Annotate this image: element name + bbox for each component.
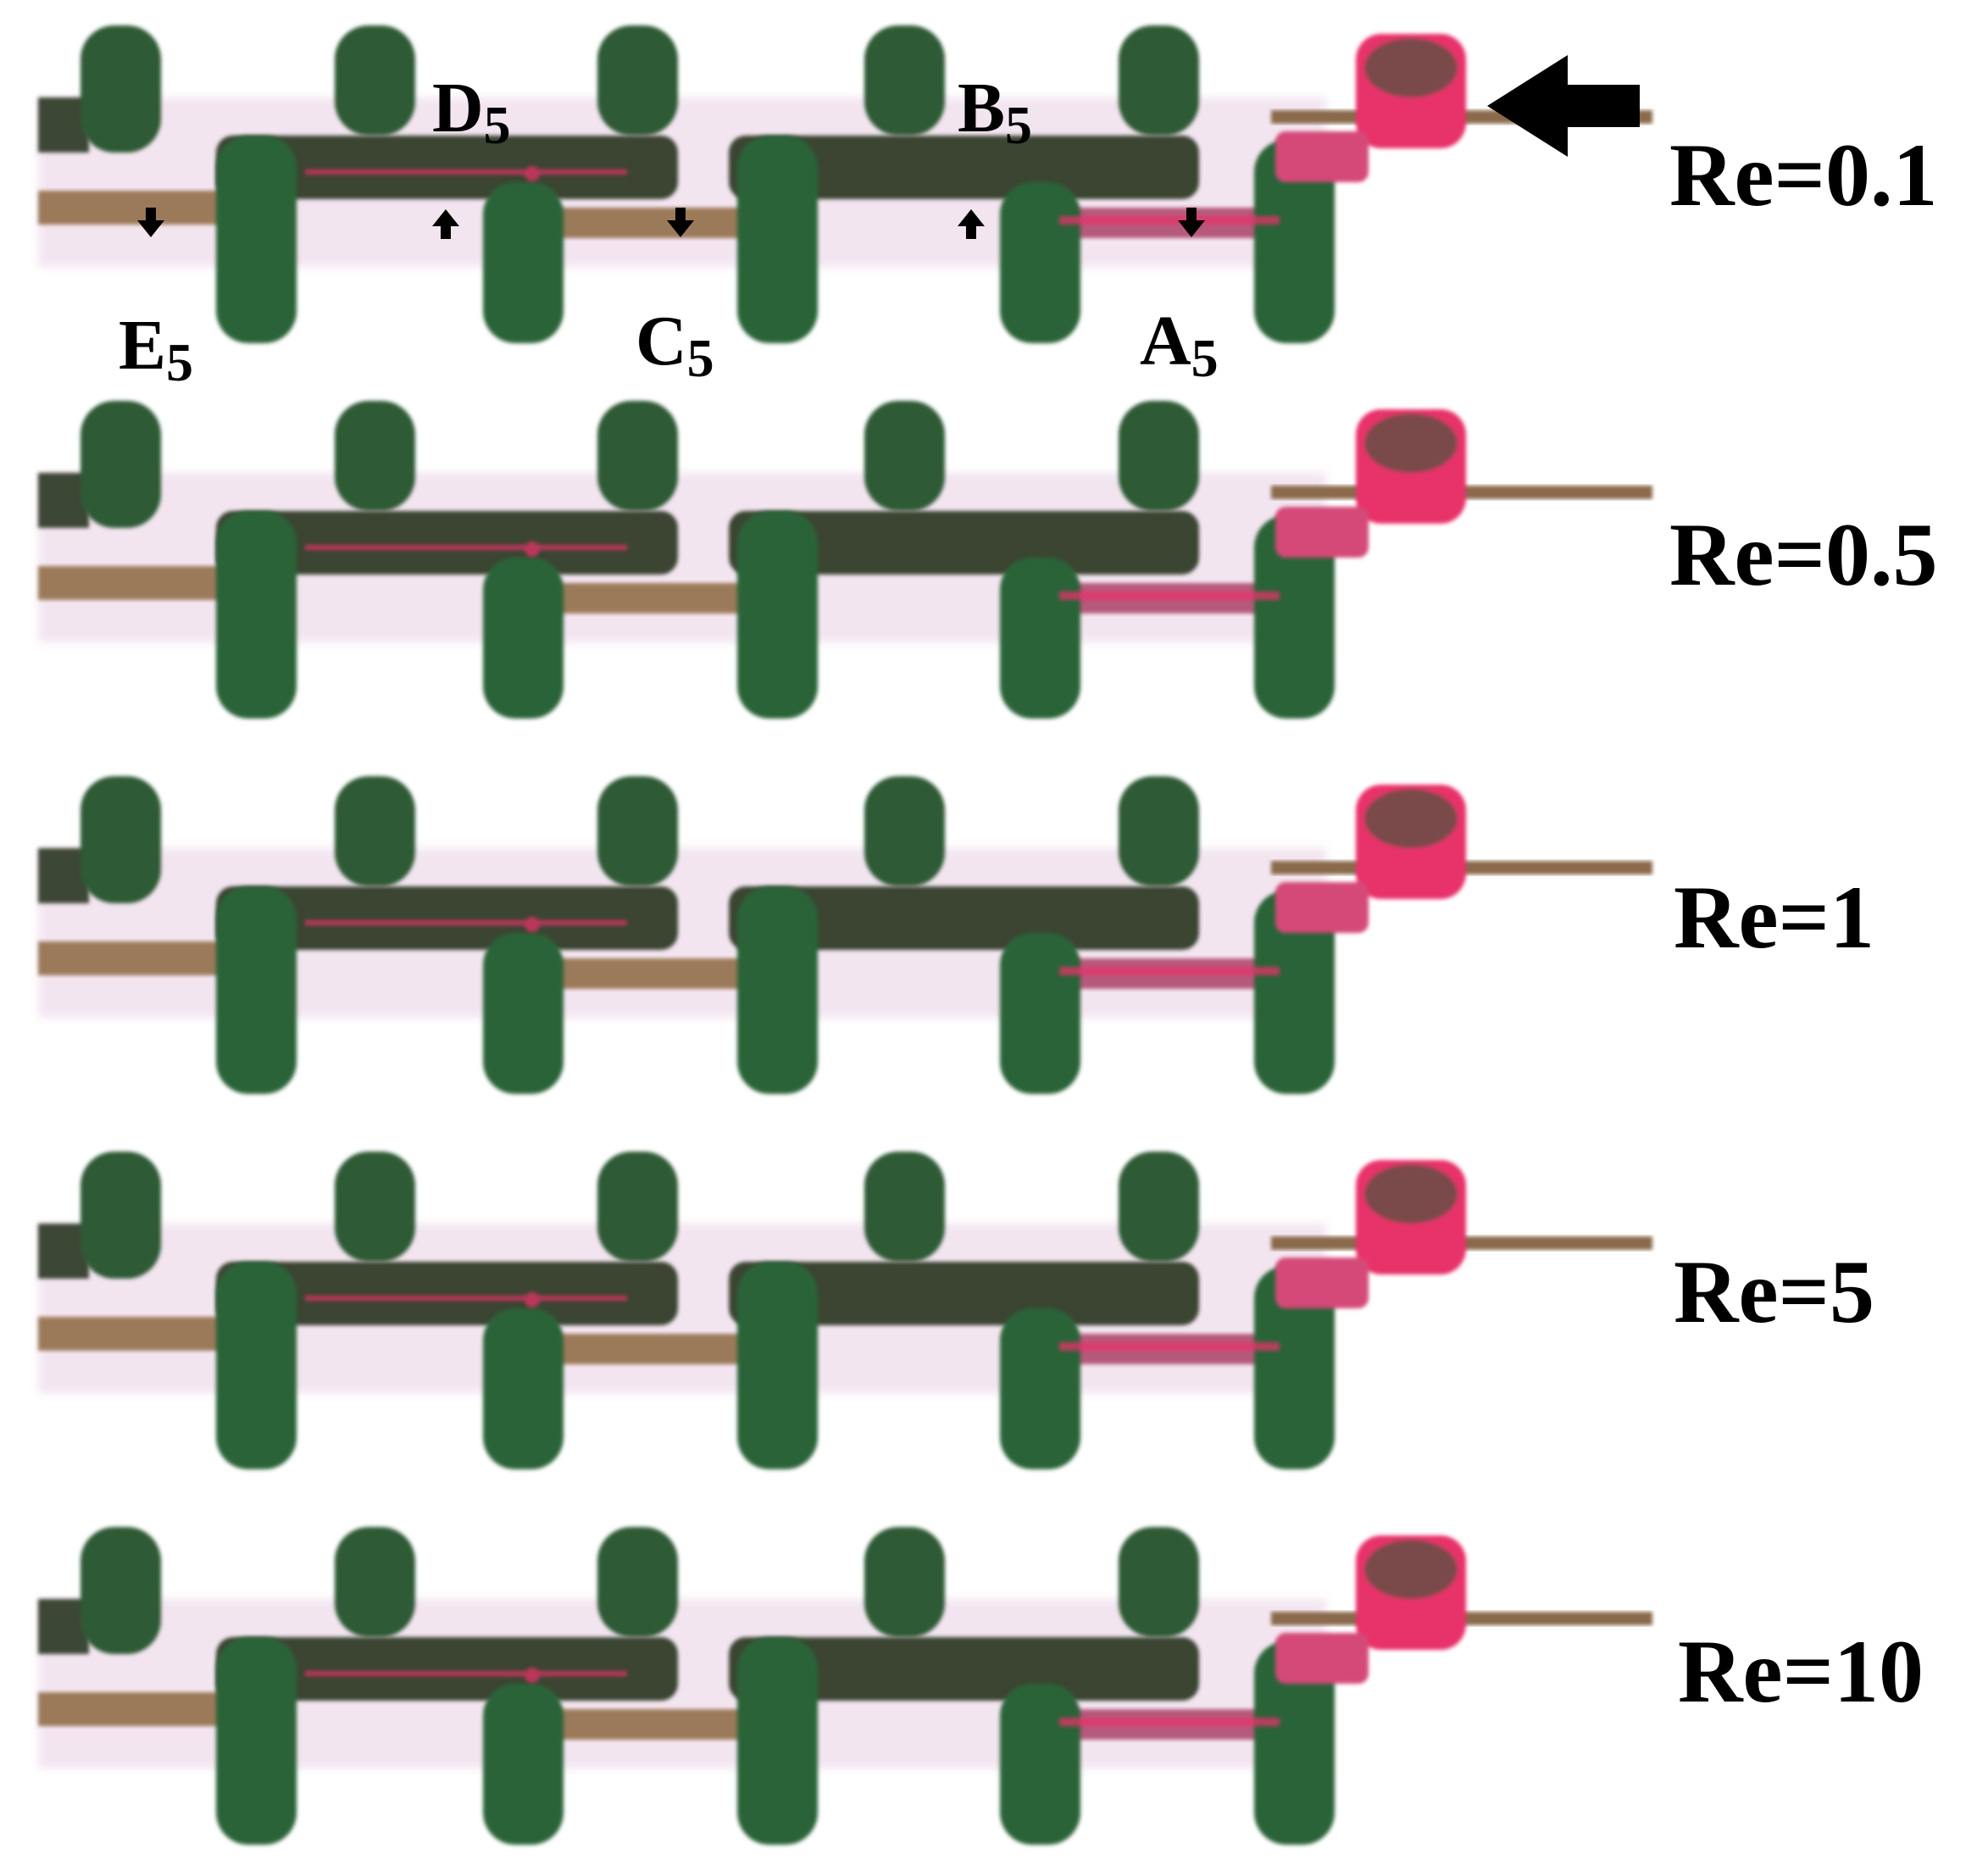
reynolds-label-row-2: Re=0.5 <box>1669 505 1938 604</box>
point-label-e: E5 <box>119 306 193 392</box>
small-down-arrow-icon <box>137 208 1205 237</box>
reynolds-label-row-4: Re=5 <box>1674 1242 1874 1341</box>
point-label-a: A5 <box>1140 302 1219 388</box>
mixer-row-4 <box>38 1152 1652 1469</box>
mixer-row-5 <box>38 1527 1652 1845</box>
point-label-b: B5 <box>958 69 1032 155</box>
mixer-row-3 <box>38 776 1652 1094</box>
reynolds-label-row-5: Re=10 <box>1678 1622 1924 1721</box>
mixer-row-1 <box>38 25 1652 343</box>
point-label-c: C5 <box>636 302 714 388</box>
point-label-d: D5 <box>432 69 511 155</box>
mixer-row-2 <box>38 401 1652 719</box>
small-up-arrow-icon <box>432 209 985 239</box>
reynolds-label-row-3: Re=1 <box>1674 868 1874 967</box>
large-left-arrow-icon <box>1487 55 1640 157</box>
reynolds-label-row-1: Re=0.1 <box>1669 125 1938 225</box>
